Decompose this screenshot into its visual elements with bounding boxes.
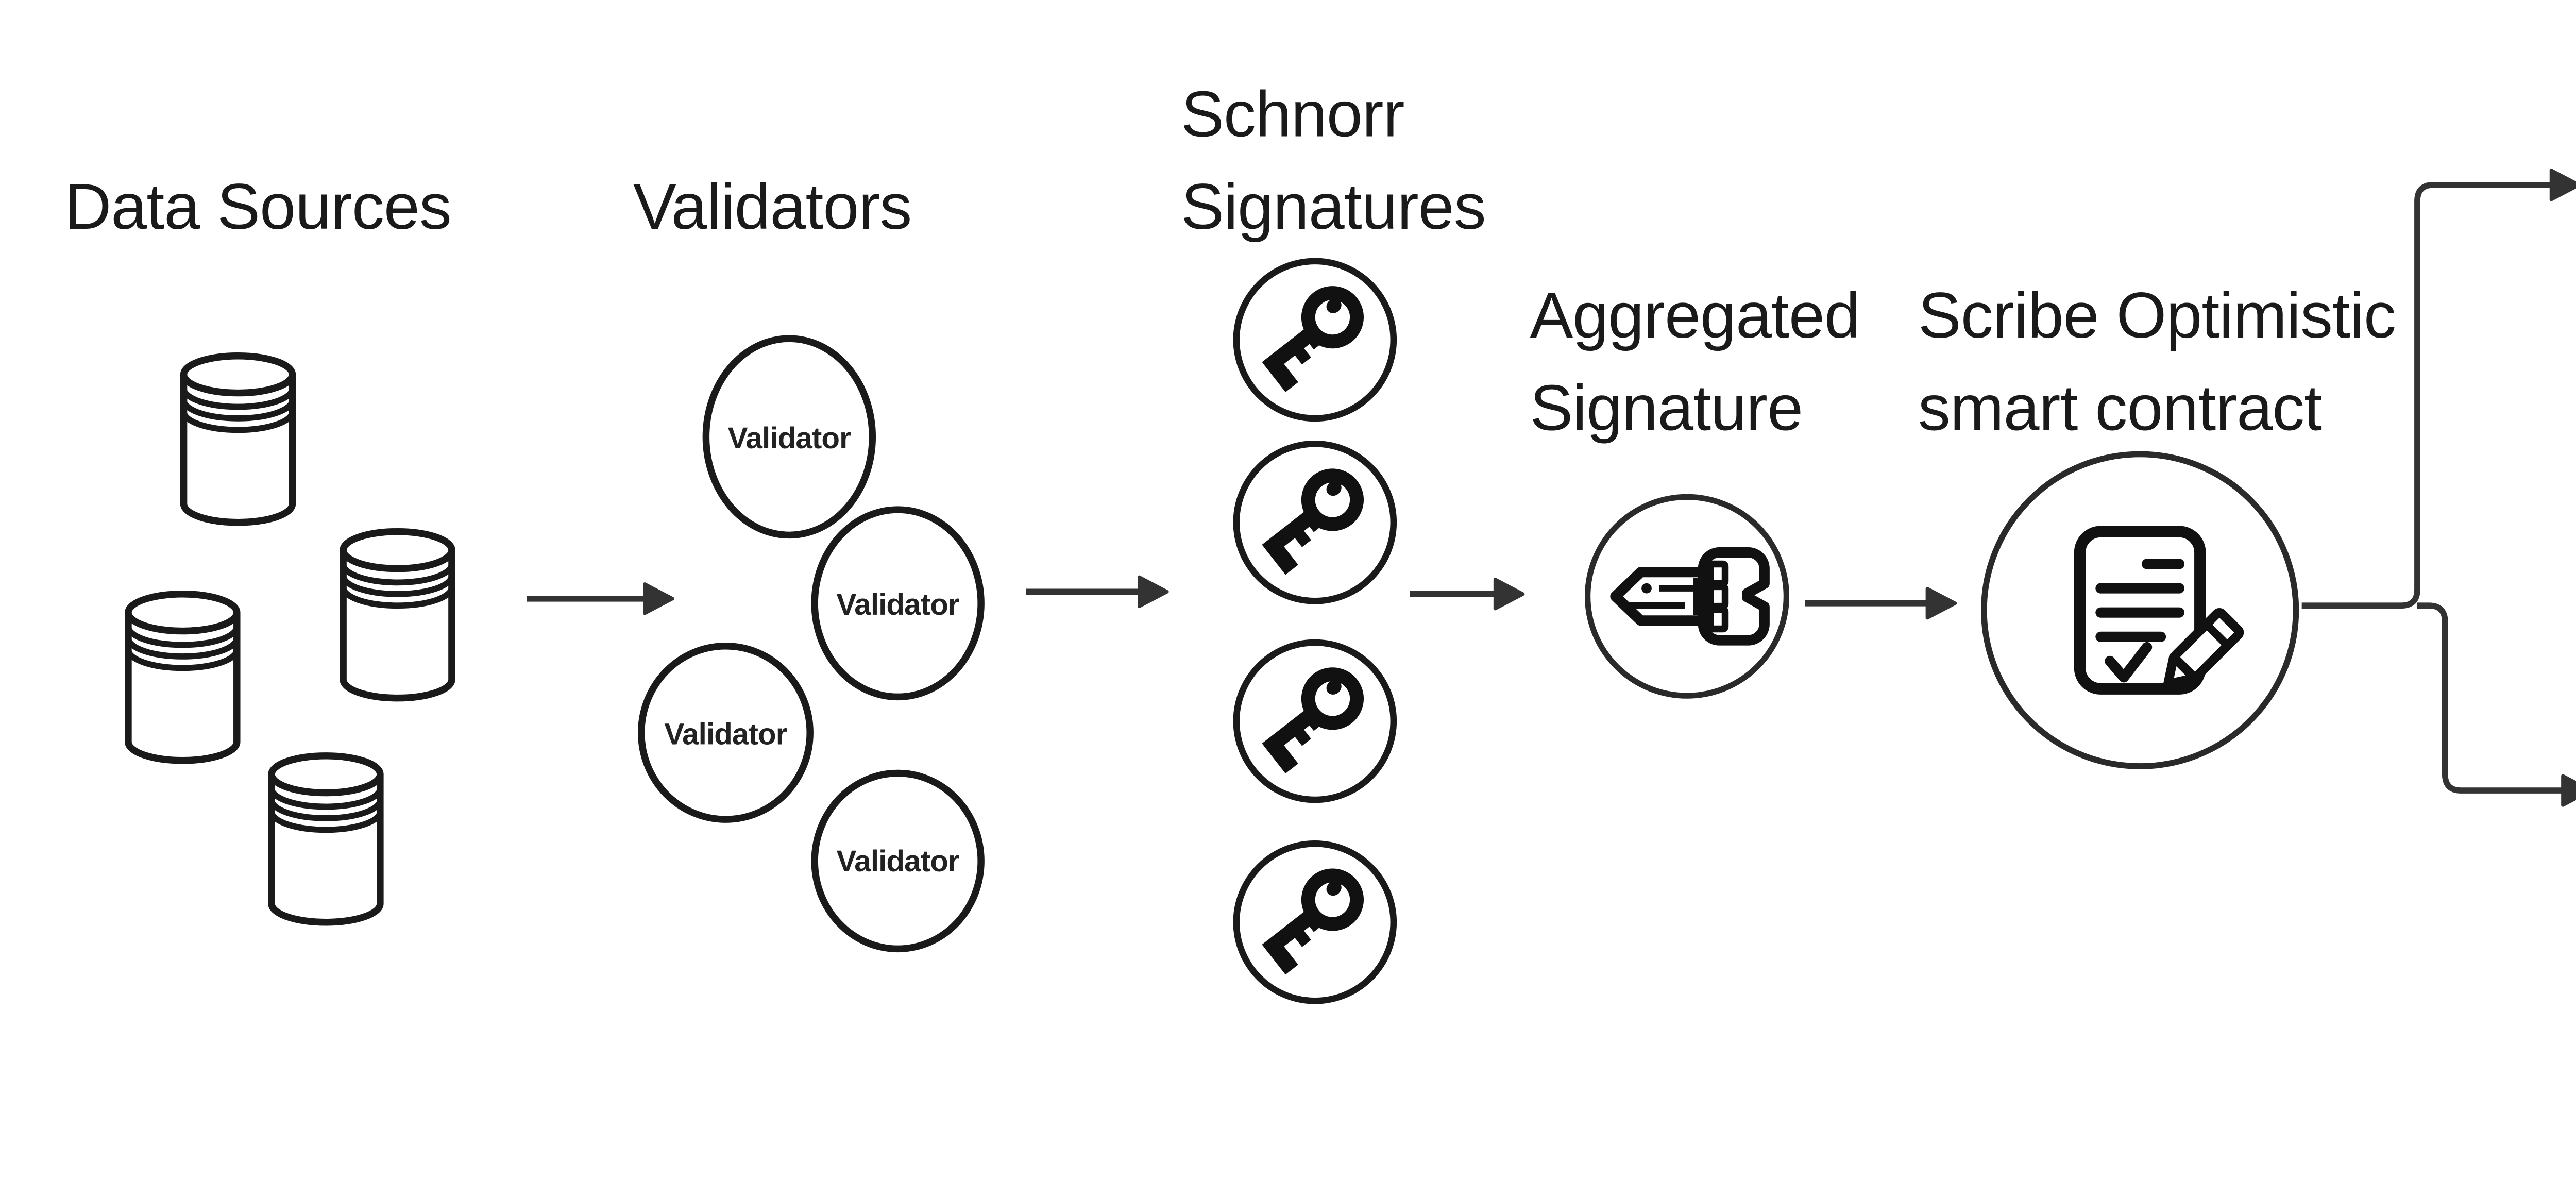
schnorr-label-line1: Schnorr (1181, 78, 1404, 150)
schnorr-signatures-label: Schnorr Signatures (1181, 70, 1486, 255)
validator-node-label: Validator (836, 844, 960, 879)
schnorr-label-line2: Signatures (1181, 171, 1486, 243)
validator-node-label: Validator (727, 419, 851, 454)
key-icon (1233, 258, 1397, 422)
key-icon (1233, 440, 1397, 604)
arrow-datasources-to-validators (527, 582, 674, 615)
validators-label: Validators (633, 171, 912, 243)
arrow-schnorr-to-aggregated (1410, 578, 1525, 611)
validator-node: Validator (702, 335, 876, 539)
validator-node: Validator (811, 769, 985, 953)
database-cylinder-icon (340, 528, 455, 702)
key-icon (1233, 639, 1397, 803)
data-sources-label: Data Sources (64, 171, 452, 243)
contract-label-line2: smart contract (1918, 372, 2322, 444)
database-cylinder-icon (268, 752, 384, 926)
branch-to-non-successful (2301, 169, 2576, 609)
arrow-aggregated-to-contract (1805, 587, 1957, 620)
validator-node-label: Validator (664, 715, 787, 750)
aggregated-key-icon (1585, 494, 1789, 699)
validator-node: Validator (638, 642, 814, 823)
validator-node-label: Validator (836, 586, 960, 621)
branch-to-successful (2417, 602, 2576, 807)
aggregated-signature-label: Aggregated Signature (1530, 271, 1860, 456)
aggregated-label-line2: Signature (1530, 372, 1803, 444)
contract-document-icon (1981, 451, 2299, 769)
arrow-validators-to-schnorr (1026, 575, 1169, 608)
aggregated-label-line1: Aggregated (1530, 279, 1860, 351)
contract-label-line1: Scribe Optimistic (1918, 279, 2396, 351)
validator-node: Validator (811, 506, 985, 701)
database-cylinder-icon (180, 352, 296, 526)
database-cylinder-icon (125, 591, 241, 764)
smart-contract-label: Scribe Optimistic smart contract (1918, 271, 2396, 456)
key-icon (1233, 840, 1397, 1004)
